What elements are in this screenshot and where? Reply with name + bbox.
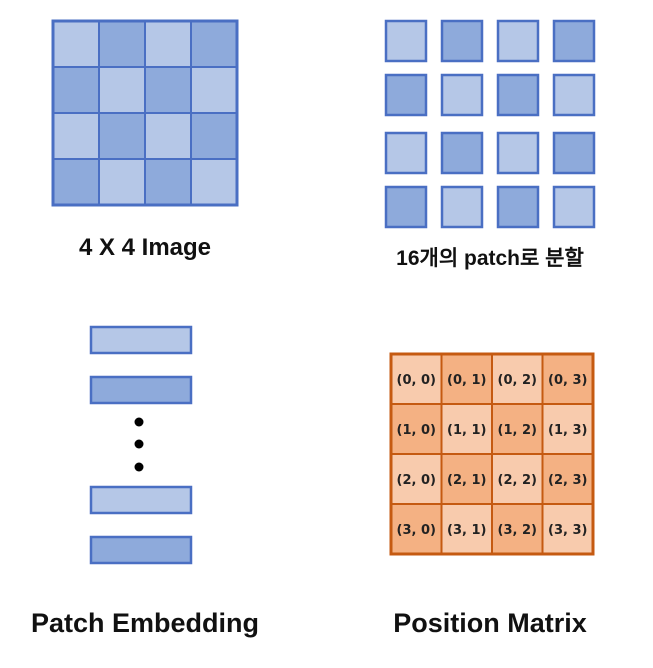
position-cell <box>491 453 544 505</box>
patch-square <box>496 131 540 175</box>
image-cell <box>52 66 100 114</box>
position-cell-label: (3, 0) <box>397 523 436 538</box>
patch-square <box>496 185 540 229</box>
patch-square <box>496 73 540 117</box>
image-cell <box>144 66 192 114</box>
position-cell <box>390 453 443 505</box>
image-cell <box>144 112 192 160</box>
patch-square <box>384 19 428 63</box>
position-cell-label: (2, 3) <box>548 473 587 488</box>
ellipsis-dot <box>134 417 144 427</box>
patch-square <box>552 131 596 175</box>
position-cell-label: (0, 1) <box>447 373 486 388</box>
patch-square <box>440 19 484 63</box>
patch-square <box>552 185 596 229</box>
patch-square <box>440 131 484 175</box>
position-cell-label: (3, 2) <box>498 523 537 538</box>
image-cell <box>98 20 146 68</box>
position-cell <box>491 403 544 455</box>
image-cell <box>52 112 100 160</box>
embedding-bar <box>89 535 193 565</box>
position-cell-label: (1, 2) <box>498 423 537 438</box>
position-cell <box>541 503 594 555</box>
patch-square <box>440 73 484 117</box>
patch-square <box>384 185 428 229</box>
patch-square <box>552 73 596 117</box>
position-cell-label: (3, 1) <box>447 523 486 538</box>
position-cell-label: (1, 0) <box>397 423 436 438</box>
image-cell <box>52 158 100 206</box>
image-cell <box>190 112 238 160</box>
image-cell <box>190 66 238 114</box>
position-cell-label: (2, 1) <box>447 473 486 488</box>
patch-split-grid <box>384 19 596 229</box>
position-matrix-grid: (0, 0) (0, 1) (0, 2) (0, 3) (1, 0) (1, 1) (1, … <box>389 352 595 556</box>
patch-square <box>384 131 428 175</box>
position-cell-label: (0, 2) <box>498 373 537 388</box>
position-matrix-border <box>389 352 595 556</box>
ellipsis-dot <box>134 439 144 449</box>
embedding-bar <box>89 375 193 405</box>
position-cell-label: (0, 0) <box>397 373 436 388</box>
image-grid-border <box>51 19 239 207</box>
patch-square <box>552 19 596 63</box>
image-cell <box>98 158 146 206</box>
position-cell <box>541 403 594 455</box>
position-cell <box>440 403 493 455</box>
patch-square <box>440 185 484 229</box>
embedding-bar <box>89 325 193 355</box>
position-cell-label: (1, 1) <box>447 423 486 438</box>
ellipsis-dot <box>134 462 144 472</box>
image-cell <box>98 66 146 114</box>
image-cell <box>52 20 100 68</box>
position-cell-label: (2, 2) <box>498 473 537 488</box>
patch-embedding-stack <box>89 325 193 565</box>
image-cell <box>144 158 192 206</box>
image-cell <box>98 112 146 160</box>
patch-square <box>496 19 540 63</box>
image-cell <box>190 158 238 206</box>
position-matrix-label: Position Matrix <box>393 608 587 638</box>
patch-split-label: 16개의 patch로 분할 <box>396 247 584 270</box>
position-cell-label: (0, 3) <box>548 373 587 388</box>
image-grid <box>51 19 239 207</box>
image-cell <box>144 20 192 68</box>
position-cell-label: (3, 3) <box>548 523 587 538</box>
embedding-bar <box>89 485 193 515</box>
position-cell-label: (1, 3) <box>548 423 587 438</box>
image-grid-label: 4 X 4 Image <box>78 234 212 261</box>
patch-square <box>384 73 428 117</box>
patch-embedding-label: Patch Embedding <box>30 608 260 638</box>
position-cell-label: (2, 0) <box>397 473 436 488</box>
position-cell <box>541 453 594 505</box>
image-cell <box>190 20 238 68</box>
